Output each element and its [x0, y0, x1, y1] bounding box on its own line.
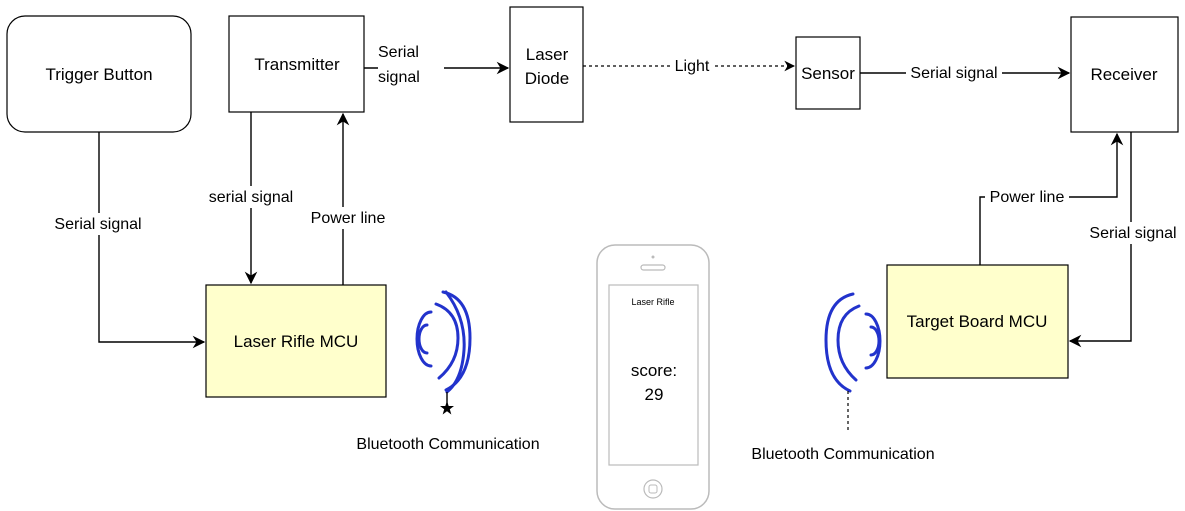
- edge-transmitter-to-rifle: serial signal: [200, 112, 302, 285]
- edge-rifle-to-transmitter: Power line: [306, 112, 390, 285]
- camera-icon: [651, 255, 655, 259]
- edge-label-receiver-target: Serial signal: [1089, 225, 1176, 242]
- phone-score-label: score:: [631, 361, 677, 380]
- target-board-mcu-label: Target Board MCU: [907, 312, 1048, 331]
- receiver-label: Receiver: [1090, 65, 1157, 84]
- bluetooth-wave-icon: [824, 292, 882, 393]
- sensor-node: Sensor: [795, 36, 861, 110]
- edge-label-sensor-receiver: Serial signal: [910, 65, 997, 82]
- speaker-icon: [640, 264, 666, 271]
- phone-score-value: 29: [645, 385, 664, 404]
- edge-label-target-receiver: Power line: [990, 189, 1065, 206]
- edge-label-light: Light: [675, 58, 710, 75]
- bluetooth-right: Bluetooth Communication: [751, 292, 935, 463]
- edge-receiver-to-target: Serial signal: [1068, 132, 1181, 348]
- edge-label-serial-2: signal: [378, 69, 420, 86]
- bluetooth-right-label: Bluetooth Communication: [751, 446, 934, 463]
- phone-illustration: Laser Rifle score: 29: [596, 244, 710, 510]
- edge-sensor-to-receiver: Serial signal: [860, 63, 1071, 83]
- bluetooth-left-label: Bluetooth Communication: [356, 436, 539, 453]
- laser-diode-label-line1: Laser: [526, 45, 569, 64]
- target-board-mcu-node: Target Board MCU: [886, 264, 1069, 379]
- edge-label-transmitter-rifle: serial signal: [209, 189, 293, 206]
- laser-rifle-mcu-node: Laser Rifle MCU: [205, 284, 387, 398]
- laser-rifle-mcu-label: Laser Rifle MCU: [234, 332, 359, 351]
- bluetooth-left: Bluetooth Communication: [356, 290, 540, 453]
- edge-target-to-receiver: Power line: [979, 132, 1124, 265]
- home-button-icon: [643, 479, 663, 499]
- laser-diode-node: Laser Diode: [509, 6, 584, 123]
- transmitter-label: Transmitter: [254, 55, 340, 74]
- phone-app-title: Laser Rifle: [631, 297, 674, 307]
- edge-label-trigger-rifle: Serial signal: [54, 216, 141, 233]
- edge-trigger-to-rifle: Serial signal: [48, 132, 206, 349]
- trigger-button-node: Trigger Button: [6, 15, 192, 133]
- receiver-node: Receiver: [1070, 16, 1179, 133]
- edge-label-rifle-transmitter: Power line: [311, 210, 386, 227]
- edge-transmitter-to-diode: Serial signal: [364, 40, 510, 90]
- transmitter-node: Transmitter: [228, 15, 365, 113]
- bluetooth-wave-icon: [415, 290, 472, 394]
- edge-diode-to-sensor: Light: [583, 56, 796, 76]
- edge-label-serial-1: Serial: [378, 44, 419, 61]
- sensor-label: Sensor: [801, 64, 855, 83]
- laser-diode-label-line2: Diode: [525, 69, 569, 88]
- trigger-button-label: Trigger Button: [45, 65, 152, 84]
